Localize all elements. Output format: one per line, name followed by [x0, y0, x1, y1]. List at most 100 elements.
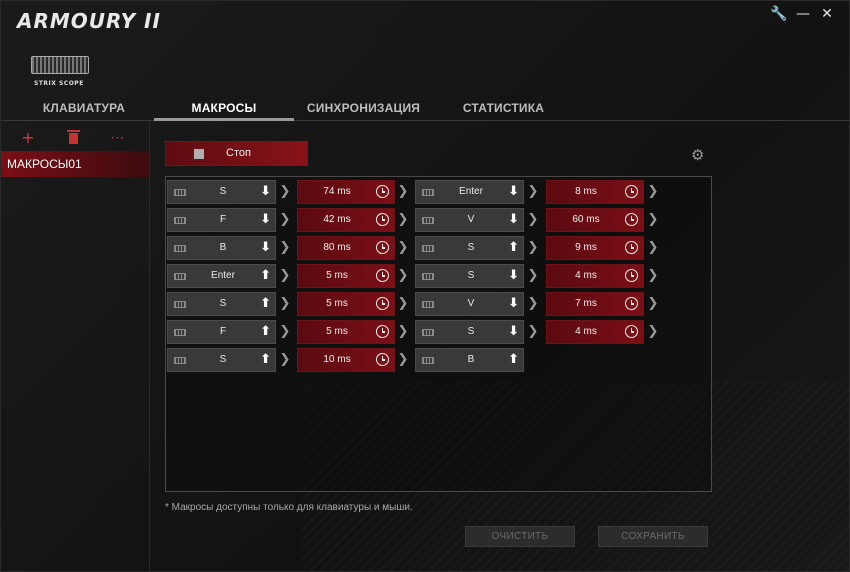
delay-value: 4 ms — [575, 270, 597, 281]
clear-button[interactable]: ОЧИСТИТЬ — [465, 526, 575, 547]
delay-value: 4 ms — [575, 326, 597, 337]
stop-record-button[interactable]: Стоп — [165, 141, 308, 166]
key-name: S — [219, 186, 227, 197]
delay-value: 60 ms — [572, 214, 600, 225]
clock-icon — [625, 269, 638, 282]
tab-macros[interactable]: МАКРОСЫ — [154, 99, 294, 121]
key-name: B — [219, 242, 227, 253]
key-event[interactable]: B⬆ — [415, 348, 524, 372]
chevron-right-icon: ❯ — [527, 184, 539, 199]
key-event[interactable]: Enter⬇ — [415, 180, 524, 204]
clock-icon — [376, 241, 389, 254]
tab-keyboard[interactable]: КЛАВИАТУРА — [42, 101, 126, 115]
key-event[interactable]: B⬇ — [167, 236, 276, 260]
chevron-right-icon: ❯ — [279, 324, 291, 339]
keyboard-icon — [174, 189, 186, 196]
device-name: STRIX SCOPE — [34, 80, 84, 87]
clock-icon — [625, 185, 638, 198]
clock-icon — [625, 213, 638, 226]
close-icon[interactable]: ✕ — [821, 6, 833, 22]
arrow-down-icon: ⬇ — [260, 184, 271, 199]
keyboard-icon — [422, 273, 434, 280]
device-selector[interactable]: STRIX SCOPE — [31, 56, 93, 90]
delay-value: 10 ms — [323, 354, 351, 365]
key-event[interactable]: F⬆ — [167, 320, 276, 344]
clock-icon — [376, 269, 389, 282]
key-event[interactable]: F⬇ — [167, 208, 276, 232]
delay-event[interactable]: 80 ms — [297, 236, 395, 260]
delay-event[interactable]: 5 ms — [297, 292, 395, 316]
key-name: S — [219, 298, 227, 309]
chevron-right-icon: ❯ — [279, 268, 291, 283]
delay-event[interactable]: 42 ms — [297, 208, 395, 232]
arrow-up-icon: ⬆ — [508, 240, 519, 255]
key-name: Enter — [211, 270, 235, 281]
key-name: F — [219, 326, 227, 337]
tab-sync[interactable]: СИНХРОНИЗАЦИЯ — [306, 101, 421, 115]
minimize-icon[interactable]: — — [796, 6, 810, 22]
arrow-up-icon: ⬆ — [260, 352, 271, 367]
keyboard-icon — [174, 357, 186, 364]
delay-event[interactable]: 5 ms — [297, 264, 395, 288]
arrow-up-icon: ⬆ — [260, 296, 271, 311]
delay-event[interactable]: 74 ms — [297, 180, 395, 204]
arrow-down-icon: ⬇ — [508, 296, 519, 311]
keyboard-icon — [174, 301, 186, 308]
key-name: B — [467, 354, 475, 365]
key-event[interactable]: S⬆ — [167, 348, 276, 372]
arrow-down-icon: ⬇ — [260, 212, 271, 227]
keyboard-icon — [174, 245, 186, 252]
chevron-right-icon: ❯ — [279, 296, 291, 311]
clock-icon — [376, 353, 389, 366]
clock-icon — [625, 241, 638, 254]
delay-event[interactable]: 10 ms — [297, 348, 395, 372]
key-name: S — [467, 270, 475, 281]
key-name: Enter — [459, 186, 483, 197]
chevron-right-icon: ❯ — [279, 212, 291, 227]
delay-event[interactable]: 8 ms — [546, 180, 644, 204]
delay-event[interactable]: 4 ms — [546, 320, 644, 344]
keyboard-device-icon — [31, 56, 89, 74]
key-event[interactable]: S⬇ — [415, 264, 524, 288]
chevron-right-icon: ❯ — [527, 324, 539, 339]
chevron-right-icon: ❯ — [279, 352, 291, 367]
keyboard-icon — [174, 329, 186, 336]
gear-icon[interactable]: ⚙ — [691, 146, 705, 164]
tools-icon[interactable]: 🔧 — [770, 6, 788, 22]
key-name: S — [219, 354, 227, 365]
delay-event[interactable]: 5 ms — [297, 320, 395, 344]
key-name: V — [467, 214, 475, 225]
delay-value: 8 ms — [575, 186, 597, 197]
save-button[interactable]: СОХРАНИТЬ — [598, 526, 708, 547]
chevron-right-icon: ❯ — [647, 296, 659, 311]
macro-list-item[interactable]: МАКРОСЫ01 — [1, 151, 149, 177]
clock-icon — [376, 185, 389, 198]
window-controls: 🔧 — ✕ — [767, 3, 839, 25]
delay-value: 42 ms — [323, 214, 351, 225]
delay-event[interactable]: 7 ms — [546, 292, 644, 316]
delay-event[interactable]: 9 ms — [546, 236, 644, 260]
key-event[interactable]: S⬆ — [167, 292, 276, 316]
key-event[interactable]: S⬆ — [415, 236, 524, 260]
key-event[interactable]: S⬇ — [167, 180, 276, 204]
delay-event[interactable]: 4 ms — [546, 264, 644, 288]
key-event[interactable]: Enter ⬆ — [167, 264, 276, 288]
trash-icon[interactable] — [62, 129, 84, 147]
key-event[interactable]: S⬇ — [415, 320, 524, 344]
clock-icon — [625, 325, 638, 338]
delay-value: 74 ms — [323, 186, 351, 197]
key-event[interactable]: V⬇ — [415, 208, 524, 232]
key-event[interactable]: V⬇ — [415, 292, 524, 316]
delay-event[interactable]: 60 ms — [546, 208, 644, 232]
arrow-down-icon: ⬇ — [508, 268, 519, 283]
delay-value: 80 ms — [323, 242, 351, 253]
add-macro-icon[interactable]: + — [21, 128, 35, 147]
arrow-up-icon: ⬆ — [260, 268, 271, 283]
more-icon[interactable]: ··· — [110, 131, 126, 145]
arrow-down-icon: ⬇ — [508, 212, 519, 227]
key-name: S — [467, 242, 475, 253]
clock-icon — [625, 297, 638, 310]
tab-statistics[interactable]: СТАТИСТИКА — [462, 101, 545, 115]
stop-label: Стоп — [226, 147, 251, 159]
keyboard-icon — [422, 329, 434, 336]
